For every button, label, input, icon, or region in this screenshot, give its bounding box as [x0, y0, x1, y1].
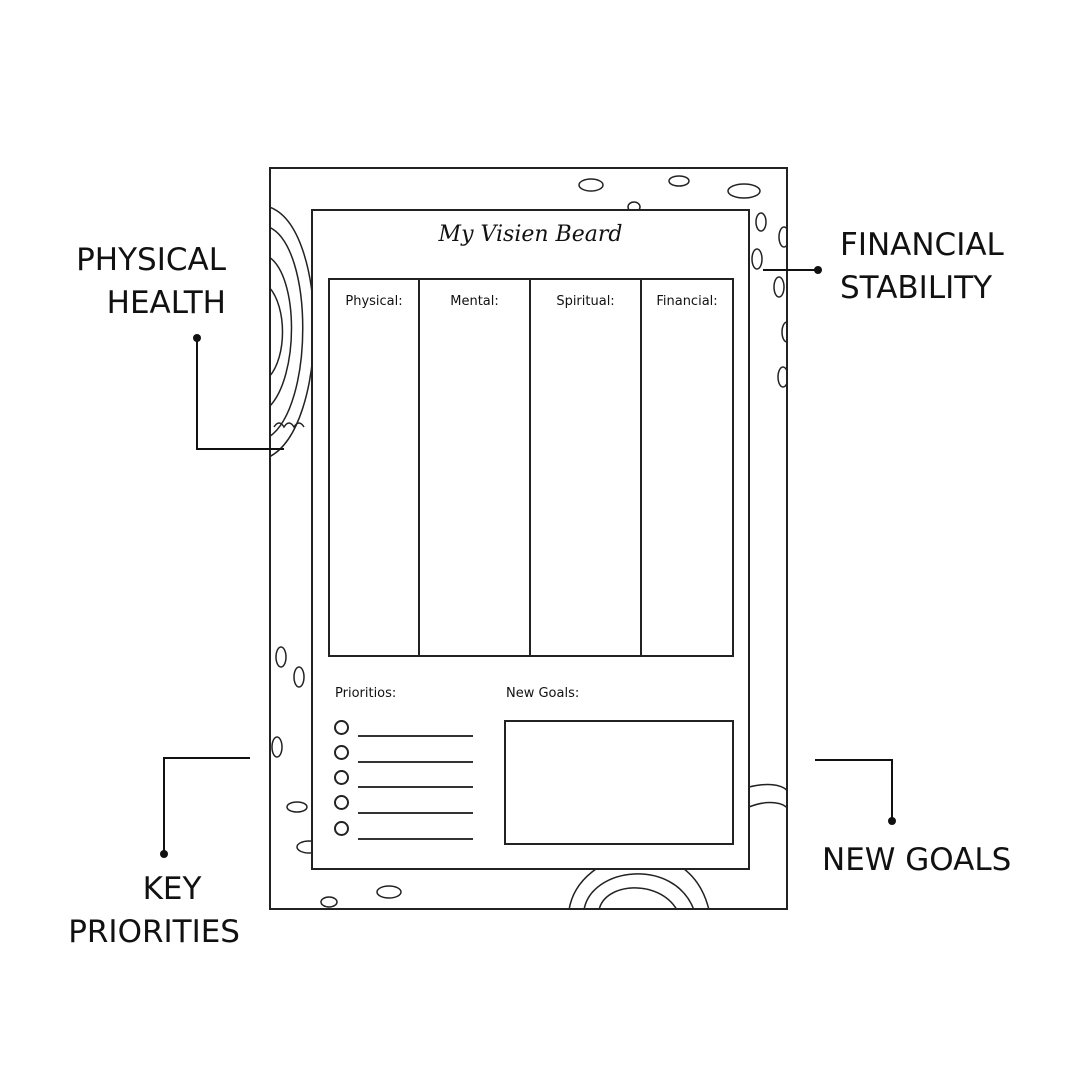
callout-line-1: PHYSICAL: [76, 242, 226, 278]
callout-line-2: HEALTH: [106, 285, 226, 321]
callout-connector: [196, 448, 284, 450]
callout-physical-health: PHYSICAL HEALTH: [64, 239, 226, 325]
goals-label: New Goals:: [506, 686, 580, 701]
callout-connector: [815, 759, 893, 761]
column-spiritual: Spiritual:: [531, 280, 642, 655]
callout-new-goals: NEW GOALS: [822, 842, 1012, 878]
callout-dot: [160, 850, 168, 858]
priority-line: [358, 786, 473, 788]
callout-connector: [891, 759, 893, 821]
callout-financial-stability: FINANCIAL STABILITY: [840, 224, 1004, 310]
doodle-decoration: [269, 175, 788, 910]
callout-line-2: STABILITY: [840, 270, 993, 306]
callout-dot: [814, 266, 822, 274]
callout-connector: [196, 338, 198, 450]
priority-line: [358, 812, 473, 814]
callout-connector: [763, 269, 818, 271]
callout-connector: [163, 757, 250, 759]
sheet-title: My Visien Beard: [438, 222, 623, 247]
priority-checkbox: [334, 770, 349, 785]
priority-line: [358, 761, 473, 763]
priority-line: [358, 838, 473, 840]
category-table: Physical: Mental: Spiritual: Financial:: [328, 278, 734, 657]
priority-checkbox: [334, 720, 349, 735]
outer-frame: [269, 167, 788, 910]
callout-connector: [163, 757, 165, 854]
callout-dot: [888, 817, 896, 825]
callout-key-priorities: KEY PRIORITIES: [64, 868, 240, 954]
priority-checkbox: [334, 821, 349, 836]
column-physical: Physical:: [330, 280, 420, 655]
priority-line: [358, 735, 473, 737]
column-mental: Mental:: [420, 280, 531, 655]
callout-line-2: PRIORITIES: [68, 914, 240, 950]
callout-line-1: FINANCIAL: [840, 227, 1004, 263]
priority-checkbox: [334, 795, 349, 810]
priorities-label: Prioritios:: [335, 686, 397, 701]
priority-checkbox: [334, 745, 349, 760]
new-goals-box: [504, 720, 734, 845]
column-financial: Financial:: [656, 294, 718, 309]
callout-line-1: KEY: [142, 871, 202, 907]
